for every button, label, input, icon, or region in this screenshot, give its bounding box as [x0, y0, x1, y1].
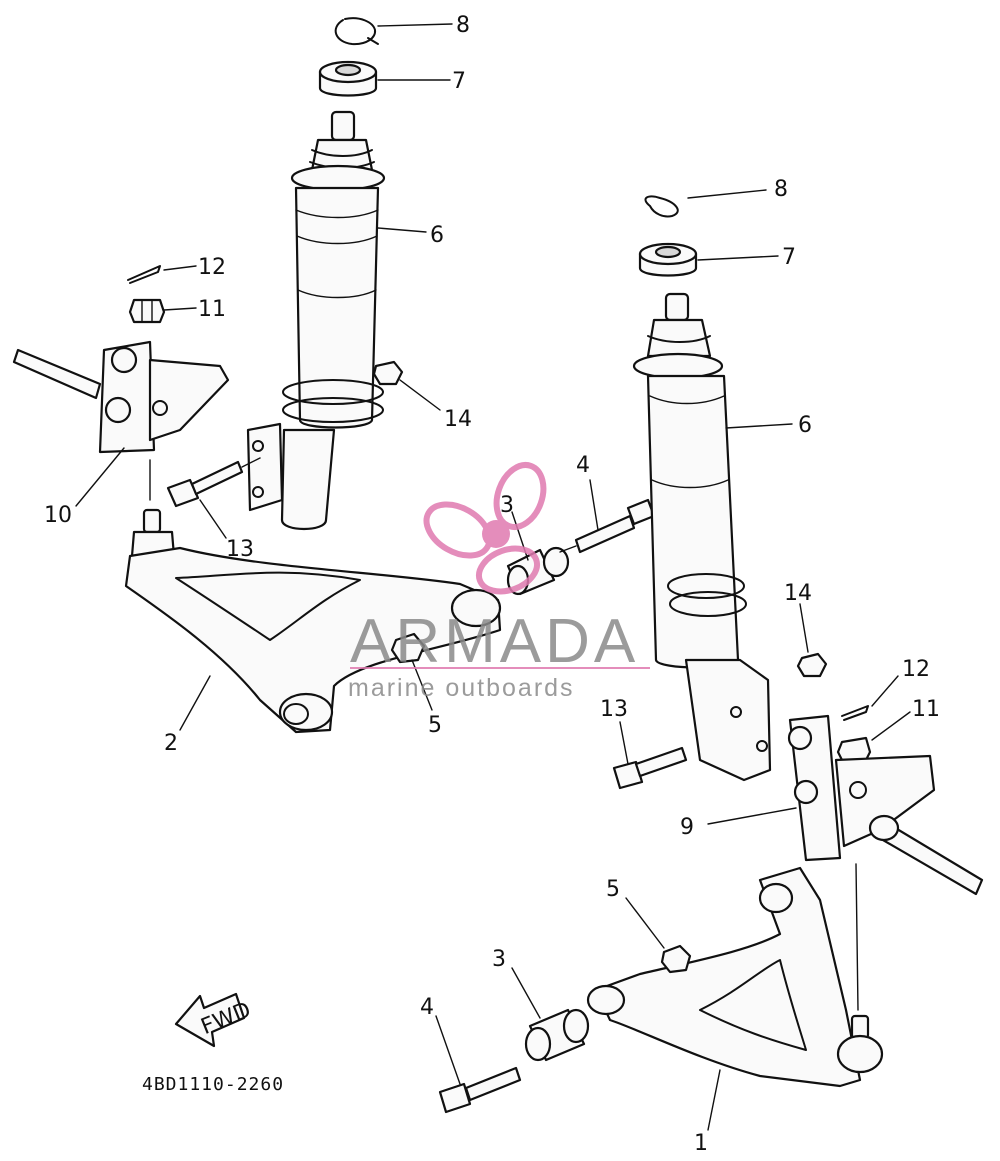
callout-7-right: 7 — [782, 245, 796, 270]
part-nut-14-right — [796, 652, 828, 678]
callout-11-right: 11 — [912, 697, 940, 722]
part-circlip-right — [644, 195, 679, 218]
callout-12-left: 12 — [198, 255, 226, 280]
part-shock-nut-left — [318, 60, 378, 97]
callout-5-right: 5 — [606, 877, 620, 902]
part-bolt-4-right — [438, 1066, 522, 1114]
part-bolt-4-left — [559, 498, 656, 554]
callout-8-right: 8 — [774, 177, 788, 202]
callout-3-right: 3 — [492, 947, 506, 972]
part-nut-14-left — [372, 360, 404, 386]
callout-3-left: 3 — [500, 493, 514, 518]
diagram-code: 4BD1110-2260 — [142, 1074, 284, 1095]
callout-9-right: 9 — [680, 815, 694, 840]
part-split-pin-left — [127, 265, 161, 284]
part-circlip-left — [334, 17, 379, 46]
propeller-logo-icon — [423, 462, 547, 595]
callout-4-right: 4 — [420, 995, 434, 1020]
callout-14-left: 14 — [444, 407, 472, 432]
part-knuckle-right — [787, 714, 984, 1011]
callout-11-left: 11 — [198, 297, 226, 322]
watermark-brand: ARMADA — [350, 607, 639, 676]
armada-watermark: ARMADA marine outboards — [348, 462, 650, 702]
callout-4-left: 4 — [576, 453, 590, 478]
part-shock-nut-right — [638, 242, 698, 277]
callout-5-left: 5 — [428, 713, 442, 738]
part-shock-absorber-right — [632, 292, 772, 782]
part-bolt-13-right — [612, 746, 688, 790]
part-knuckle-left — [12, 340, 230, 501]
callout-13-right: 13 — [600, 697, 628, 722]
callout-6-right: 6 — [798, 413, 812, 438]
part-bushing-left — [506, 546, 570, 596]
callout-8-left: 8 — [456, 13, 470, 38]
forward-arrow-icon: FWD — [174, 992, 255, 1048]
part-nut-5-left — [390, 632, 426, 664]
part-lower-arm-right — [586, 866, 884, 1088]
watermark-tagline: marine outboards — [348, 674, 575, 702]
callout-2-left: 2 — [164, 731, 178, 756]
part-shock-absorber-left — [246, 110, 386, 530]
part-split-pin-right — [841, 705, 869, 721]
callout-10-left: 10 — [44, 503, 72, 528]
callout-1-right: 1 — [694, 1131, 708, 1156]
part-bolt-13-left — [166, 457, 261, 508]
part-bushing-right — [524, 1008, 590, 1062]
callout-labels: 8 7 6 12 11 14 10 13 2 5 3 4 8 7 6 14 12… — [44, 13, 940, 1156]
callout-12-right: 12 — [902, 657, 930, 682]
callout-13-left: 13 — [226, 537, 254, 562]
callout-6-left: 6 — [430, 223, 444, 248]
callout-14-right: 14 — [784, 581, 812, 606]
callout-7-left: 7 — [452, 69, 466, 94]
part-ball-joint-left — [130, 508, 176, 558]
part-castle-nut-left — [128, 298, 166, 324]
leader-lines — [75, 23, 911, 1131]
part-nut-5-right — [660, 944, 692, 974]
